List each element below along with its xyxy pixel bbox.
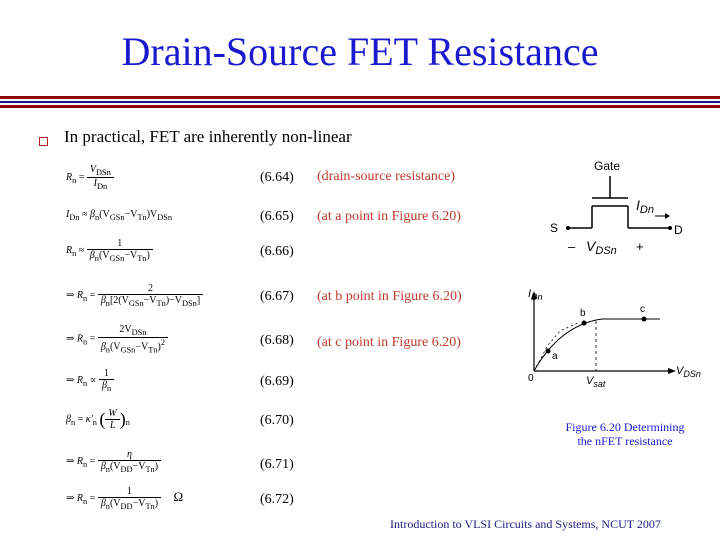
iv-characteristic-graph: IDn VDSn 0 Vsat a b c (528, 288, 701, 389)
equation-note: (drain-source resistance) (317, 169, 455, 184)
gate-label: Gate (594, 159, 620, 173)
figure-caption: Figure 6.20 Determining the nFET resista… (565, 420, 685, 448)
current-label: IDn (636, 197, 654, 216)
drain-label: D (674, 223, 683, 237)
point-a-label: a (552, 351, 558, 362)
point-b-marker (581, 320, 587, 326)
point-a-marker (545, 348, 551, 354)
equation-number: (6.65) (260, 209, 294, 224)
origin-label: 0 (528, 373, 534, 384)
equation-note: (at b point in Figure 6.20) (317, 289, 462, 304)
equation-number: (6.72) (260, 492, 294, 507)
slide-footer: Introduction to VLSI Circuits and System… (390, 517, 661, 531)
equation-number: (6.67) (260, 289, 294, 304)
equation-note: (at a point in Figure 6.20) (317, 209, 461, 224)
bullet-text: In practical, FET are inherently non-lin… (64, 127, 352, 146)
divider-line (0, 101, 720, 103)
minus-sign: – (568, 239, 576, 254)
nfet-symbol: Gate S D IDn – VDSn + (550, 159, 683, 257)
x-axis-label: VDSn (676, 365, 701, 379)
slide-title: Drain-Source FET Resistance (121, 29, 599, 74)
equation-number: (6.71) (260, 457, 294, 472)
equation-number: (6.66) (260, 244, 294, 259)
equation-number: (6.70) (260, 413, 294, 428)
point-b-label: b (580, 308, 586, 319)
equation-number: (6.69) (260, 374, 294, 389)
equation-number: (6.64) (260, 170, 294, 185)
equation-6-65: IDn ≈ βn(VGSn−VTn)VDSn (66, 209, 173, 222)
bullet-square-icon (39, 137, 48, 146)
plus-sign: + (636, 239, 644, 254)
divider-line (0, 105, 720, 108)
source-label: S (550, 221, 558, 235)
vsat-label: Vsat (586, 375, 606, 389)
vds-label: VDSn (586, 238, 617, 257)
point-c-marker (641, 316, 647, 322)
equation-note: (at c point in Figure 6.20) (317, 335, 461, 350)
divider-line (0, 96, 720, 99)
y-axis-label: IDn (528, 288, 543, 302)
point-c-label: c (640, 304, 645, 315)
equation-number: (6.68) (260, 333, 294, 348)
